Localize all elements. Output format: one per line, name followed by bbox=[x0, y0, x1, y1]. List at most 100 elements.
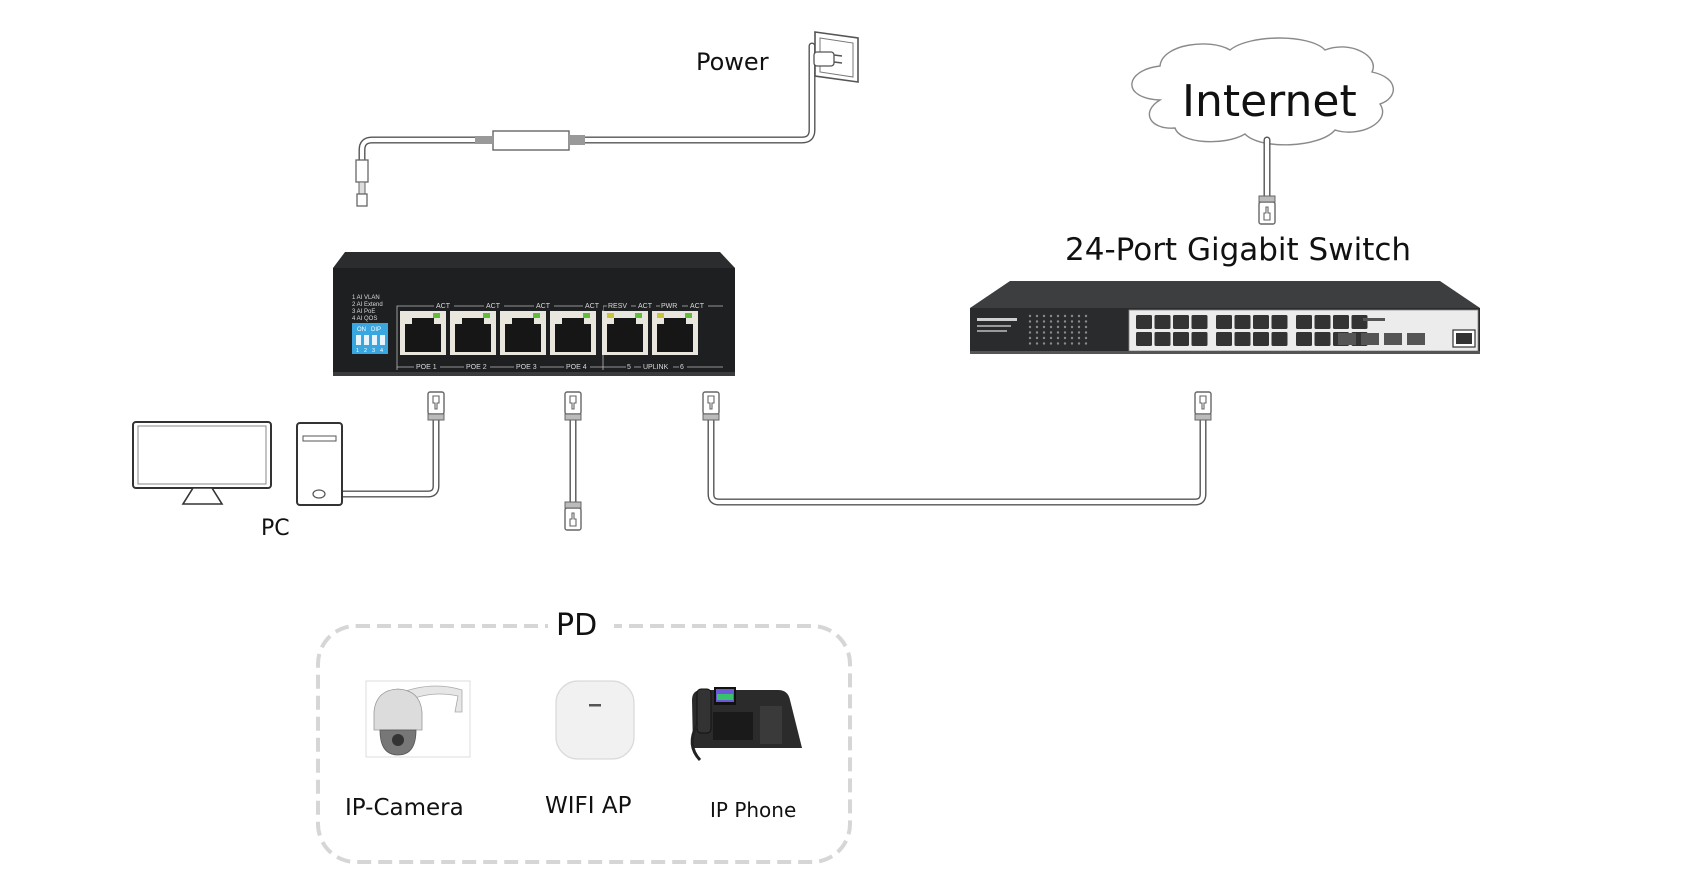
status-led bbox=[1028, 314, 1032, 318]
status-led bbox=[1028, 320, 1032, 323]
status-led bbox=[1056, 336, 1060, 340]
pc-monitor-icon bbox=[132, 421, 272, 505]
rj45-port bbox=[1296, 315, 1312, 329]
rj45-port bbox=[500, 311, 546, 355]
internet-cable bbox=[1258, 136, 1276, 225]
status-led bbox=[1035, 336, 1039, 340]
status-led bbox=[1070, 320, 1074, 323]
poe-switch-ports bbox=[400, 311, 698, 355]
status-led bbox=[1070, 325, 1074, 329]
rj45-port bbox=[1154, 315, 1171, 329]
pc-cable bbox=[336, 391, 445, 498]
act-label: ACT bbox=[486, 303, 501, 310]
rj45-port bbox=[1296, 332, 1312, 346]
status-led bbox=[1077, 336, 1081, 340]
pc-label: PC bbox=[261, 516, 290, 541]
status-led bbox=[1070, 342, 1074, 345]
rj45-port bbox=[550, 311, 596, 355]
status-led bbox=[1070, 336, 1074, 340]
ip-camera-label: IP-Camera bbox=[345, 795, 464, 821]
status-led bbox=[1077, 331, 1081, 334]
status-led bbox=[1063, 331, 1067, 334]
rj45-port bbox=[1216, 315, 1232, 329]
rj45-port bbox=[1253, 315, 1269, 329]
status-led bbox=[1084, 314, 1088, 318]
rj45-port bbox=[602, 311, 648, 355]
pd-group-label: PD bbox=[556, 608, 598, 643]
internet-label: Internet bbox=[1182, 76, 1357, 127]
dip-switch[interactable]: ON DIP 1 2 3 4 bbox=[352, 323, 388, 354]
poe-port-label: POE 1 bbox=[416, 364, 437, 371]
rj45-port bbox=[450, 311, 496, 355]
sfp-port bbox=[1407, 333, 1425, 345]
status-led bbox=[1077, 320, 1081, 323]
act-label: ACT bbox=[690, 303, 705, 310]
core-switch-led-panel bbox=[977, 314, 1088, 345]
status-led bbox=[1049, 342, 1053, 345]
rj45-port bbox=[1333, 315, 1349, 329]
rj45-port bbox=[1314, 315, 1331, 329]
ip-phone-label: IP Phone bbox=[710, 798, 797, 822]
status-led bbox=[1084, 320, 1088, 323]
rj45-port bbox=[1173, 332, 1189, 346]
dip-number: 2 bbox=[364, 348, 367, 354]
poe-port-label: POE 2 bbox=[466, 364, 487, 371]
uplink-cable bbox=[702, 391, 1212, 506]
led-green bbox=[635, 313, 642, 318]
core-switch bbox=[970, 281, 1480, 354]
status-led bbox=[1070, 314, 1074, 318]
internet-cloud-icon bbox=[1131, 37, 1394, 146]
rj45-port bbox=[1234, 332, 1251, 346]
led-yellow bbox=[607, 313, 614, 318]
status-led bbox=[1042, 320, 1046, 323]
poe-switch: 1 AI VLAN 2 AI Extend 3 AI PoE 4 AI QOS … bbox=[333, 252, 735, 376]
status-led bbox=[1063, 342, 1067, 345]
port-top-labels: ACT ACT ACT ACT RESV ACT PWR ACT bbox=[434, 301, 708, 310]
core-switch-label: 24-Port Gigabit Switch bbox=[1065, 232, 1412, 268]
status-led bbox=[1042, 331, 1046, 334]
dip-number: 4 bbox=[380, 348, 383, 354]
port-bottom-labels: POE 1 POE 2 POE 3 POE 4 5 UPLINK 6 bbox=[414, 362, 687, 371]
status-led bbox=[1049, 314, 1053, 318]
status-led bbox=[1056, 331, 1060, 334]
power-label: Power bbox=[696, 48, 769, 76]
led-green bbox=[583, 313, 590, 318]
status-led bbox=[1035, 320, 1039, 323]
wifi-ap-icon bbox=[555, 680, 635, 760]
status-led bbox=[1056, 325, 1060, 329]
wifi-ap-label: WIFI AP bbox=[545, 793, 632, 819]
status-led bbox=[1084, 325, 1088, 329]
status-led bbox=[1063, 336, 1067, 340]
ip-phone-icon bbox=[690, 687, 802, 762]
led-green bbox=[483, 313, 490, 318]
power-brick bbox=[492, 130, 570, 151]
dip-number: 1 bbox=[356, 348, 359, 354]
status-led bbox=[1028, 342, 1032, 345]
dip-legend-item: 3 AI PoE bbox=[352, 309, 375, 315]
uplink-port-number: 5 bbox=[627, 364, 631, 371]
led-yellow bbox=[657, 313, 664, 318]
dip-legend: 1 AI VLAN 2 AI Extend 3 AI PoE 4 AI QOS bbox=[352, 295, 383, 322]
act-label: ACT bbox=[536, 303, 551, 310]
act-label: ACT bbox=[436, 303, 451, 310]
sfp-port bbox=[1384, 333, 1402, 345]
status-led bbox=[1056, 320, 1060, 323]
rj45-port bbox=[1154, 332, 1171, 346]
status-led bbox=[1042, 314, 1046, 318]
dip-number: 3 bbox=[372, 348, 375, 354]
status-led bbox=[1084, 331, 1088, 334]
uplink-label: UPLINK bbox=[643, 364, 669, 371]
poe-port-label: POE 4 bbox=[566, 364, 587, 371]
status-led bbox=[1035, 314, 1039, 318]
status-led bbox=[1028, 325, 1032, 329]
status-led bbox=[1042, 325, 1046, 329]
rj45-port bbox=[1271, 332, 1288, 346]
ip-camera-icon bbox=[365, 680, 471, 758]
pc-tower-icon bbox=[296, 422, 343, 506]
status-led bbox=[1084, 342, 1088, 345]
rj45-port bbox=[400, 311, 446, 355]
resv-label: RESV bbox=[608, 303, 627, 310]
status-led bbox=[1028, 331, 1032, 334]
dc-plug bbox=[355, 159, 369, 207]
